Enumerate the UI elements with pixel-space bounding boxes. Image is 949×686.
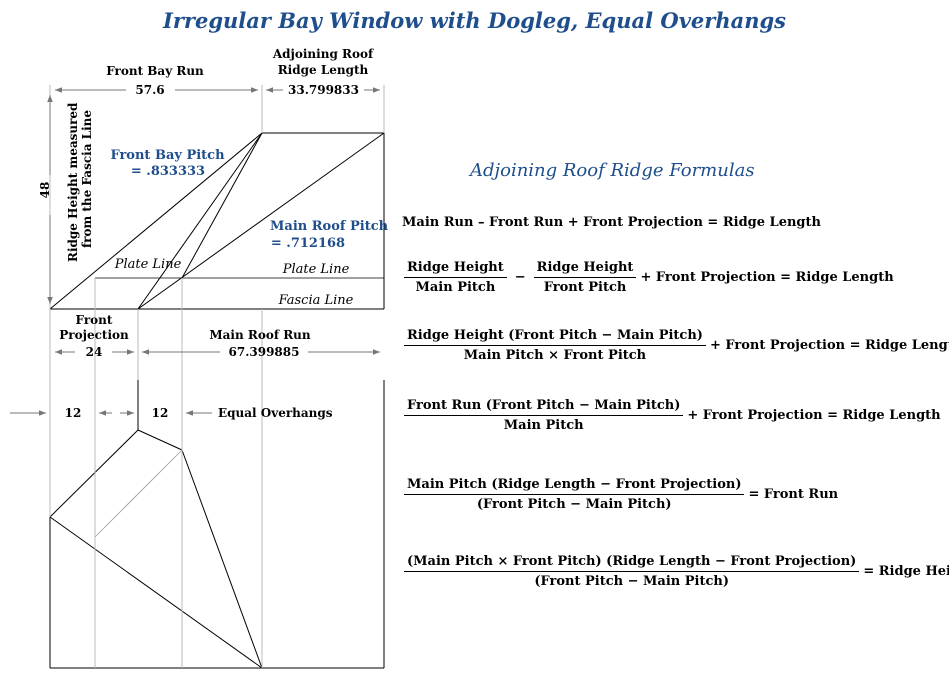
ridge-length-label-1: Adjoining Roof — [272, 47, 374, 61]
main-roof-pitch-value: = .712168 — [270, 236, 346, 251]
ridge-length-label-2: Ridge Length — [277, 63, 369, 77]
plate-line-left-label: Plate Line — [114, 257, 182, 272]
formula-5-fraction: Main Pitch (Ridge Length − Front Project… — [404, 477, 745, 512]
front-bay-pitch-value: = .833333 — [130, 164, 206, 179]
front-bay-hip-left — [137, 132, 263, 310]
page-title: Irregular Bay Window with Dogleg, Equal … — [163, 8, 786, 33]
ridge-height-label-1: Ridge Height measured — [66, 102, 80, 262]
front-projection-label-1: Front — [75, 313, 113, 327]
plan-hip-b — [181, 449, 263, 669]
plan-dogleg — [137, 429, 183, 451]
formula-1-text: Main Run – Front Run + Front Projection … — [402, 215, 821, 230]
formula-2: Ridge Height Main Pitch − Ridge Height F… — [400, 260, 894, 295]
main-roof-run-label: Main Roof Run — [209, 328, 311, 342]
ridge-height-label-2: from the Fascia Line — [80, 109, 94, 248]
fascia-line-label: Fascia Line — [278, 293, 354, 308]
equal-overhangs-label: Equal Overhangs — [218, 406, 333, 420]
formula-2-fraction-1: Ridge Height Main Pitch — [404, 260, 507, 295]
front-bay-hip-right — [181, 132, 263, 279]
main-roof-rafter — [137, 132, 385, 310]
formula-4-fraction: Front Run (Front Pitch − Main Pitch) Mai… — [404, 398, 684, 433]
overhang-right-value: 12 — [151, 406, 169, 420]
main-roof-pitch-label: Main Roof Pitch — [270, 219, 389, 234]
front-bay-run-label: Front Bay Run — [106, 64, 204, 78]
formula-2-fraction-2: Ridge Height Front Pitch — [533, 260, 637, 295]
plan-valley — [49, 516, 263, 669]
front-bay-run-value: 57.6 — [135, 83, 165, 97]
front-projection-label-2: Projection — [59, 328, 129, 342]
plan-hip-a — [49, 429, 139, 518]
formula-3-fraction: Ridge Height (Front Pitch − Main Pitch) … — [404, 328, 706, 363]
formula-3: Ridge Height (Front Pitch − Main Pitch) … — [400, 328, 949, 363]
ridge-height-value: 48 — [38, 181, 52, 199]
formula-4: Front Run (Front Pitch − Main Pitch) Mai… — [400, 398, 941, 433]
formula-6-fraction: (Main Pitch × Front Pitch) (Ridge Length… — [404, 554, 860, 589]
overhang-left-value: 12 — [64, 406, 82, 420]
formula-6: (Main Pitch × Front Pitch) (Ridge Length… — [400, 554, 949, 589]
formula-5: Main Pitch (Ridge Length − Front Project… — [400, 477, 838, 512]
front-bay-pitch-label: Front Bay Pitch — [110, 148, 225, 163]
ridge-length-value: 33.799833 — [288, 83, 359, 97]
front-projection-value: 24 — [85, 345, 103, 359]
formula-1: Main Run – Front Run + Front Projection … — [402, 215, 821, 230]
main-roof-run-value: 67.399885 — [228, 345, 300, 359]
formulas-heading: Adjoining Roof Ridge Formulas — [470, 160, 755, 181]
plate-line-right-label: Plate Line — [282, 262, 350, 277]
front-bay-rafter — [49, 132, 263, 310]
